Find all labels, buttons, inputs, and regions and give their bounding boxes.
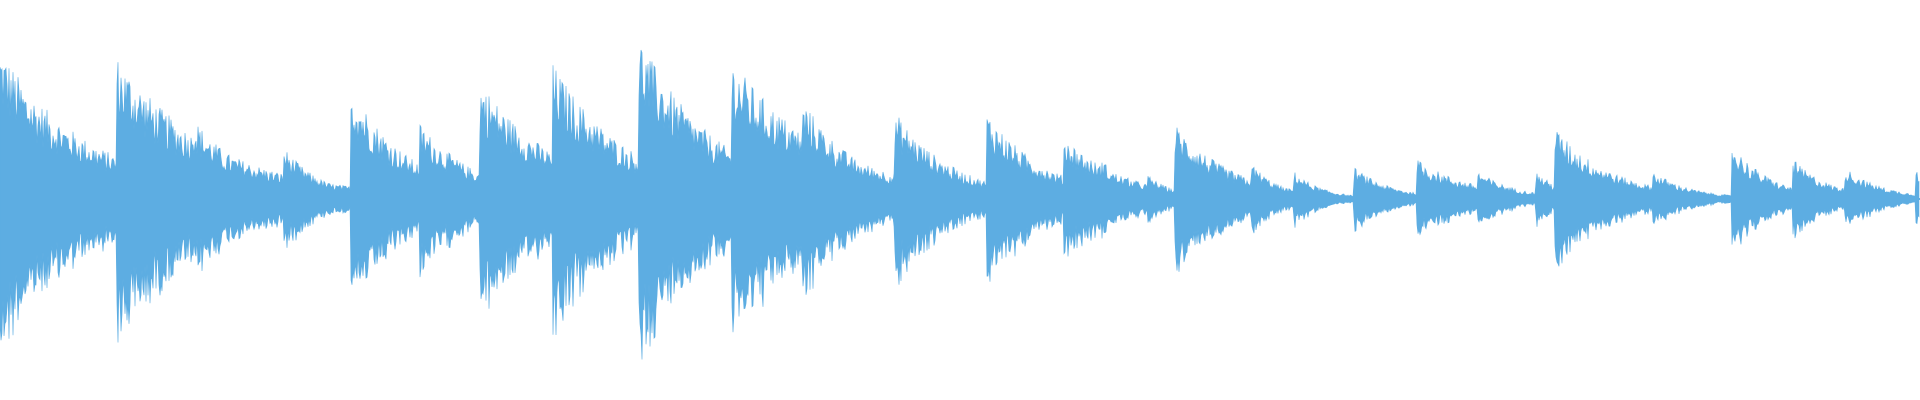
waveform-path bbox=[0, 49, 1920, 360]
